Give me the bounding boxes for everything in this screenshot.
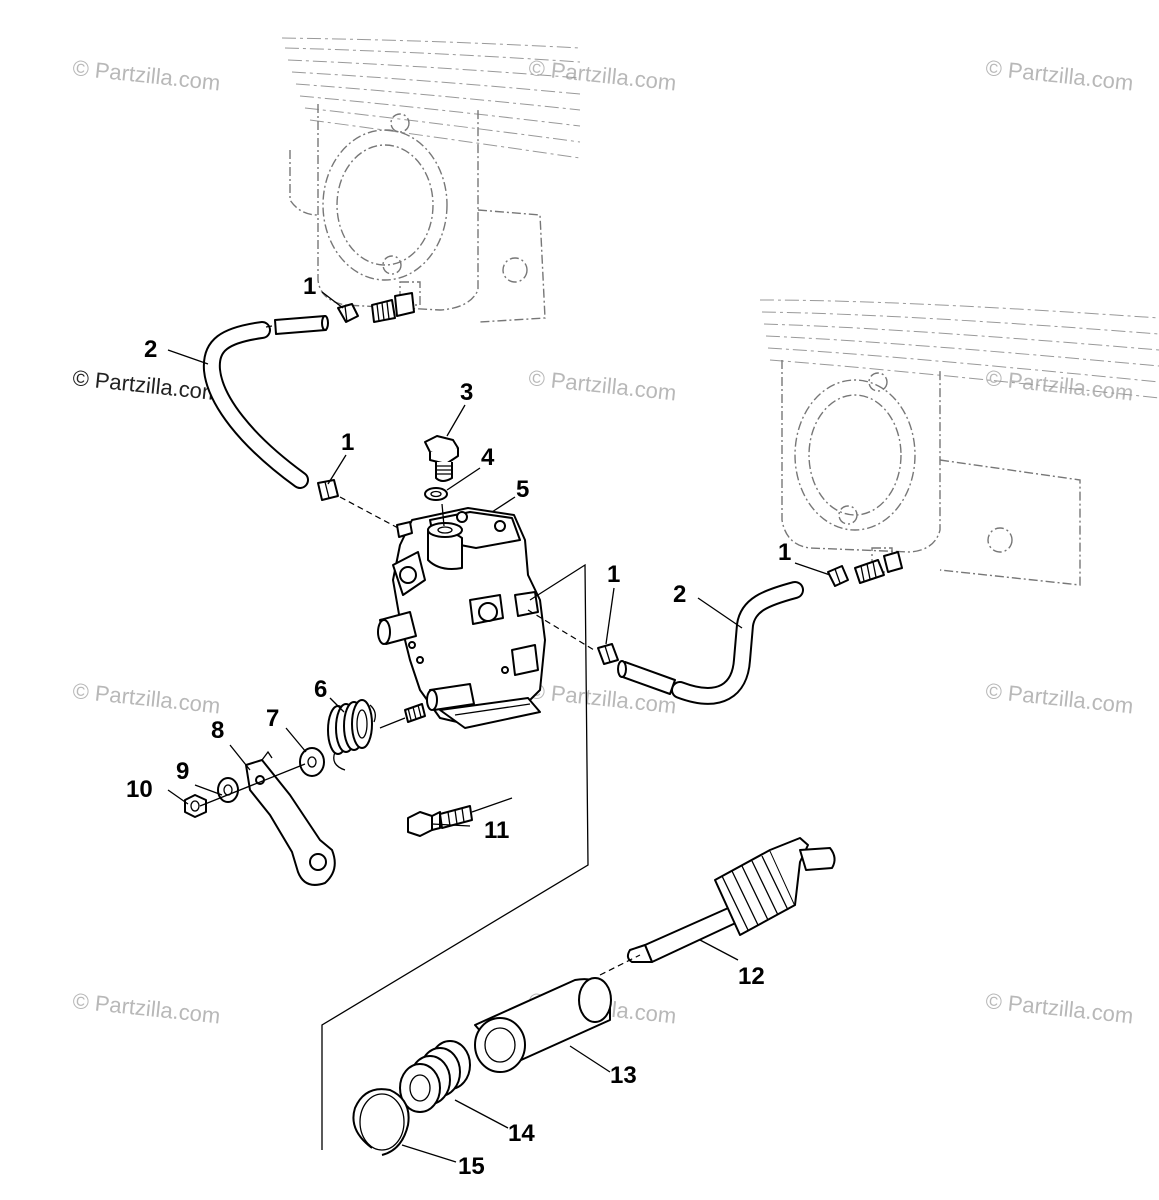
- shaft-axis-line: [379, 717, 406, 729]
- watermark: © Partzilla.com: [71, 365, 221, 405]
- lower-left-hose-clamp: [317, 479, 339, 501]
- oil-seal: [399, 1040, 471, 1113]
- snap-ring: [352, 1088, 410, 1156]
- hex-nut: [184, 794, 207, 818]
- callout-9: 9: [176, 758, 189, 785]
- control-lever: [245, 750, 336, 886]
- callout-8: 8: [211, 717, 224, 744]
- callout-13: 13: [610, 1062, 637, 1089]
- bolt-axis-line: [471, 797, 513, 813]
- return-spring: [327, 699, 376, 771]
- watermark: © Partzilla.com: [71, 988, 221, 1028]
- leader-lines: [167, 291, 831, 1163]
- callout-12: 12: [738, 963, 765, 990]
- oil-pump-body: [377, 507, 546, 729]
- watermark-layer: © Partzilla.com © Partzilla.com © Partzi…: [71, 55, 1134, 1028]
- bleed-screw: [424, 435, 459, 482]
- mounting-bolt: [407, 805, 473, 837]
- shaft-bushing: [474, 977, 612, 1073]
- lever-axis-line: [199, 763, 306, 807]
- pump-drive-shaft: [626, 837, 836, 963]
- pump-shaft-stub: [404, 703, 426, 723]
- callout-11: 11: [484, 817, 509, 844]
- sealing-washer: [424, 487, 448, 501]
- screw-axis-line: [441, 503, 445, 527]
- right-hose-clamp-far: [827, 565, 849, 587]
- upper-cylinder-fitting: [371, 292, 415, 323]
- right-cylinder-ghost: [759, 299, 1159, 586]
- callout-1: 1: [607, 561, 620, 588]
- callout-14: 14: [508, 1120, 535, 1147]
- upper-oil-hose: [202, 315, 329, 489]
- callout-10: 10: [126, 776, 153, 803]
- callout-5: 5: [516, 476, 529, 503]
- right-cylinder-fitting: [854, 551, 903, 584]
- hose-centerline: [339, 496, 399, 529]
- upper-cylinder-ghost: [281, 37, 581, 323]
- callout-4: 4: [481, 444, 495, 471]
- right-hose-clamp-near: [597, 643, 619, 665]
- callout-7: 7: [266, 705, 279, 732]
- assembly-frame-lines: [321, 563, 589, 1150]
- callout-labels: 1 2 3 1 4 5 1 1 2 6 7 8 9 10 11 12 13 14…: [126, 273, 791, 1180]
- callout-3: 3: [460, 379, 473, 406]
- right-hose-centerline: [527, 609, 595, 651]
- watermark: © Partzilla.com: [984, 678, 1134, 718]
- upper-hose-clamp: [337, 303, 359, 323]
- callout-1: 1: [303, 273, 316, 300]
- watermark: © Partzilla.com: [984, 365, 1134, 405]
- plain-washer: [299, 747, 325, 777]
- watermark: © Partzilla.com: [984, 988, 1134, 1028]
- callout-15: 15: [458, 1153, 485, 1180]
- watermark: © Partzilla.com: [71, 678, 221, 718]
- callout-2: 2: [673, 581, 686, 608]
- watermark: © Partzilla.com: [71, 55, 221, 95]
- watermark: © Partzilla.com: [527, 365, 677, 405]
- lock-washer: [217, 777, 239, 803]
- callout-6: 6: [314, 676, 327, 703]
- watermark: © Partzilla.com: [984, 55, 1134, 95]
- right-oil-hose: [617, 581, 804, 705]
- callout-2: 2: [144, 336, 157, 363]
- callout-1: 1: [778, 539, 791, 566]
- callout-1: 1: [341, 429, 354, 456]
- shaft-centerline: [599, 954, 641, 976]
